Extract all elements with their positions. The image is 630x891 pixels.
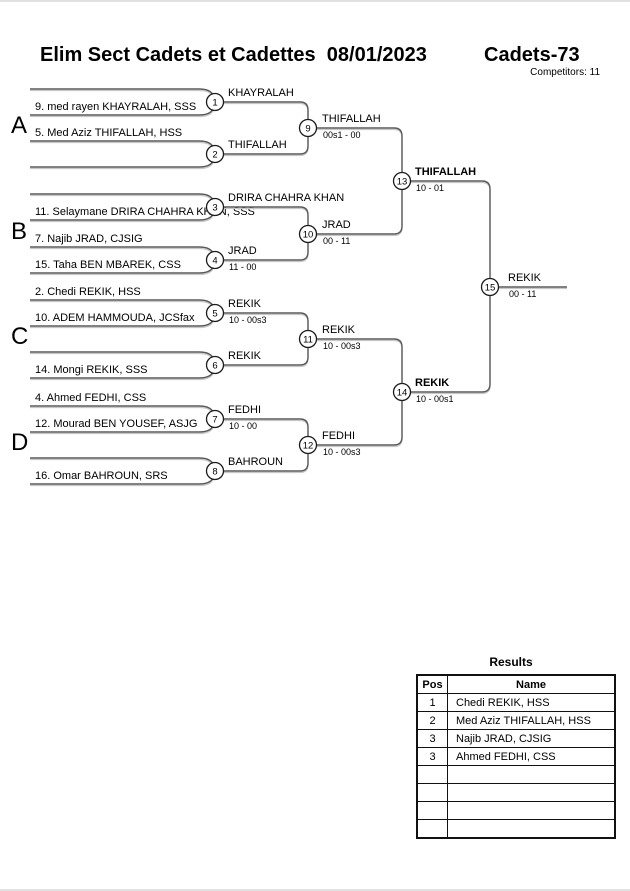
player-slot: 16. Omar BAHROUN, SRS [35,470,168,482]
match-winner: THIFALLAH [415,166,477,178]
page-title: Elim Sect Cadets et Cadettes 08/01/2023 [40,44,427,66]
section-label: C [11,323,29,350]
player-slot: 14. Mongi REKIK, SSS [35,364,148,376]
match-score: 10 - 00s3 [323,341,361,351]
result-name [447,765,616,784]
player-slot: 5. Med Aziz THIFALLAH, HSS [35,127,183,139]
match-score: 10 - 00s1 [416,394,454,404]
result-name: Najib JRAD, CJSIG [447,729,616,748]
match-winner: DRIRA CHAHRA KHAN [228,192,345,204]
result-name: Ahmed FEDHI, CSS [447,747,616,766]
result-name: Med Aziz THIFALLAH, HSS [447,711,616,730]
result-name [447,801,616,820]
match-score: 00 - 11 [323,236,351,246]
player-slot: 12. Mourad BEN YOUSEF, ASJG [35,418,198,430]
results-title: Results [489,655,533,669]
result-pos: 3 [416,729,448,748]
bracket-labels: A B C D 9. med rayen KHAYRALAH, SSS 5. Med Az… [11,87,542,482]
match-winner: FEDHI [228,404,261,416]
player-slot: 9. med rayen KHAYRALAH, SSS [35,101,197,113]
match-winner: REKIK [322,324,356,336]
category-title: Cadets-73 [484,44,580,66]
player-slot: 7. Najib JRAD, CJSIG [35,233,143,245]
match-winner: FEDHI [322,430,355,442]
match-winner: BAHROUN [228,456,284,468]
result-pos [416,765,448,784]
section-label: A [11,112,28,139]
match-score: 00 - 11 [509,289,537,299]
page-top-edge [0,0,630,2]
results-header-row: Pos Name [416,674,616,694]
player-slot: 2. Chedi REKIK, HSS [35,286,141,298]
result-pos: 3 [416,747,448,766]
player-slot: 11. Selaymane DRIRA CHAHRA KHAN, SSS [35,206,255,218]
result-pos [416,819,448,839]
match-winner: REKIK [415,377,450,389]
result-pos: 1 [416,693,448,712]
bracket: A B C D 9. med rayen KHAYRALAH, SSS 5. Med Az… [11,87,567,487]
player-slot: 15. Taha BEN MBAREK, CSS [35,259,181,271]
section-label: D [11,429,29,456]
match-score: 10 - 00 [229,421,258,431]
match-winner: THIFALLAH [322,113,381,125]
match-winner: REKIK [228,298,262,310]
result-name: Chedi REKIK, HSS [447,693,616,712]
page-bottom-edge [0,889,630,891]
result-pos [416,801,448,820]
results-row [416,765,616,784]
match-score: 11 - 00 [229,262,257,272]
results-row [416,819,616,839]
result-name [447,783,616,802]
competitors-count: Competitors: 11 [530,67,600,78]
results-row [416,801,616,820]
player-slot: 10. ADEM HAMMOUDA, JCSfax [35,312,195,324]
match-score: 10 - 00s3 [229,315,267,325]
match-score: 00s1 - 00 [323,130,361,140]
match-winner: REKIK [508,272,542,284]
match-winner: THIFALLAH [228,139,287,151]
match-score: 10 - 00s3 [323,447,361,457]
match-winner: REKIK [228,350,262,362]
match-winner: JRAD [228,245,257,257]
section-label: B [11,217,28,245]
result-name [447,819,616,839]
player-slot: 4. Ahmed FEDHI, CSS [35,392,147,404]
col-header-name: Name [447,674,616,694]
result-pos: 2 [416,711,448,730]
match-score: 10 - 01 [416,183,445,193]
col-header-pos: Pos [416,674,448,694]
match-winner: JRAD [322,219,351,231]
result-pos [416,783,448,802]
match-winner: KHAYRALAH [228,87,294,99]
results-row [416,783,616,802]
